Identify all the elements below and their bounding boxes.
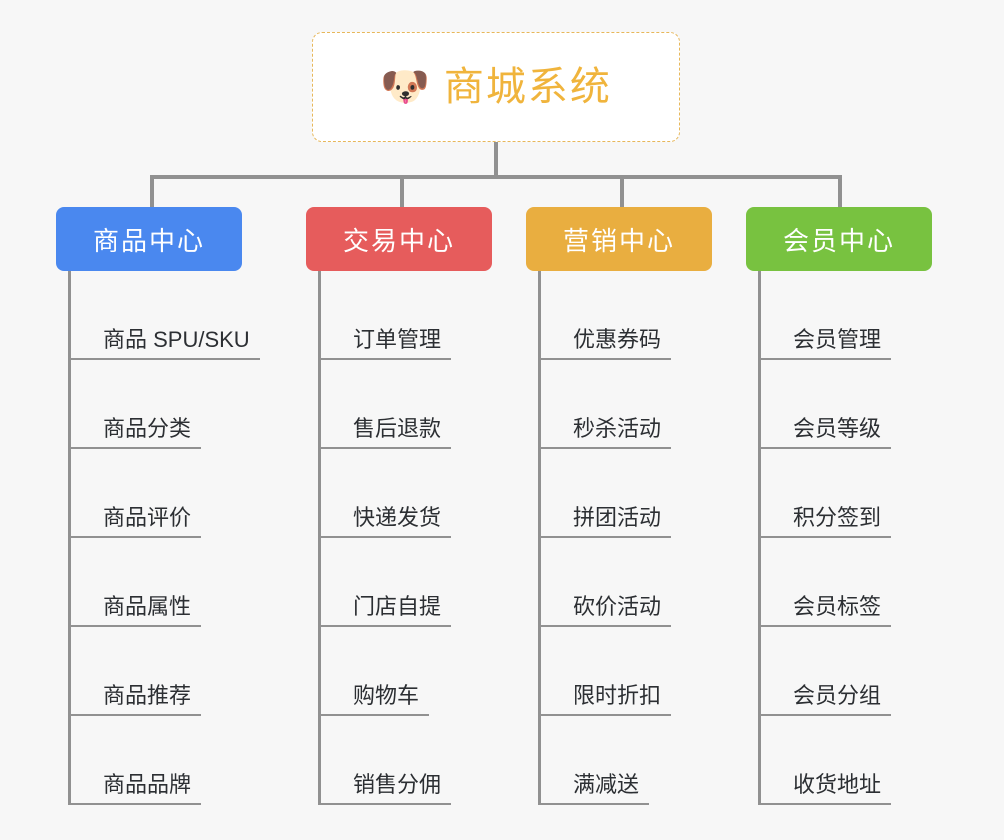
list-item[interactable]: 积分签到: [761, 449, 932, 538]
connector-horizontal-bus: [150, 175, 842, 179]
list-item[interactable]: 商品品牌: [71, 716, 260, 805]
list-item[interactable]: 秒杀活动: [541, 360, 712, 449]
list-item[interactable]: 商品属性: [71, 538, 260, 627]
list-item[interactable]: 拼团活动: [541, 449, 712, 538]
leaf-label: 会员分组: [761, 683, 892, 716]
list-item[interactable]: 满减送: [541, 716, 712, 805]
branch-header-marketing-center[interactable]: 营销中心: [526, 207, 712, 271]
branch-trade-center: 交易中心 订单管理 售后退款 快递发货 门店自提 购物车 销售分佣: [306, 207, 492, 805]
leaf-label: 满减送: [541, 772, 650, 805]
leaf-list-member-center: 会员管理 会员等级 积分签到 会员标签 会员分组 收货地址: [758, 271, 932, 805]
leaf-label: 商品 SPU/SKU: [71, 327, 260, 360]
leaf-label: 限时折扣: [541, 683, 672, 716]
leaf-label: 销售分佣: [321, 772, 452, 805]
leaf-label: 快递发货: [321, 505, 452, 538]
leaf-label: 商品评价: [71, 505, 202, 538]
branch-header-trade-center[interactable]: 交易中心: [306, 207, 492, 271]
leaf-label: 会员管理: [761, 327, 892, 360]
connector-branch-1: [150, 175, 154, 207]
list-item[interactable]: 订单管理: [321, 271, 492, 360]
list-item[interactable]: 会员等级: [761, 360, 932, 449]
branch-marketing-center: 营销中心 优惠券码 秒杀活动 拼团活动 砍价活动 限时折扣 满减送: [526, 207, 712, 805]
leaf-label: 会员标签: [761, 594, 892, 627]
branch-product-center: 商品中心 商品 SPU/SKU 商品分类 商品评价 商品属性 商品推荐 商品品牌: [56, 207, 260, 805]
leaf-label: 售后退款: [321, 416, 452, 449]
leaf-label: 优惠券码: [541, 327, 672, 360]
connector-branch-3: [620, 175, 624, 207]
list-item[interactable]: 优惠券码: [541, 271, 712, 360]
list-item[interactable]: 销售分佣: [321, 716, 492, 805]
list-item[interactable]: 会员分组: [761, 627, 932, 716]
leaf-label: 订单管理: [321, 327, 452, 360]
list-item[interactable]: 售后退款: [321, 360, 492, 449]
branch-member-center: 会员中心 会员管理 会员等级 积分签到 会员标签 会员分组 收货地址: [746, 207, 932, 805]
list-item[interactable]: 会员管理: [761, 271, 932, 360]
list-item[interactable]: 商品推荐: [71, 627, 260, 716]
leaf-list-marketing-center: 优惠券码 秒杀活动 拼团活动 砍价活动 限时折扣 满减送: [538, 271, 712, 805]
leaf-label: 拼团活动: [541, 505, 672, 538]
leaf-label: 砍价活动: [541, 594, 672, 627]
connector-root-stem: [494, 142, 498, 178]
list-item[interactable]: 快递发货: [321, 449, 492, 538]
leaf-list-product-center: 商品 SPU/SKU 商品分类 商品评价 商品属性 商品推荐 商品品牌: [68, 271, 260, 805]
list-item[interactable]: 购物车: [321, 627, 492, 716]
leaf-label: 积分签到: [761, 505, 892, 538]
list-item[interactable]: 收货地址: [761, 716, 932, 805]
list-item[interactable]: 限时折扣: [541, 627, 712, 716]
leaf-label: 秒杀活动: [541, 416, 672, 449]
list-item[interactable]: 商品评价: [71, 449, 260, 538]
branch-header-member-center[interactable]: 会员中心: [746, 207, 932, 271]
leaf-label: 商品分类: [71, 416, 202, 449]
list-item[interactable]: 商品分类: [71, 360, 260, 449]
leaf-label: 商品品牌: [71, 772, 202, 805]
leaf-label: 商品属性: [71, 594, 202, 627]
connector-branch-4: [838, 175, 842, 207]
leaf-label: 购物车: [321, 683, 430, 716]
leaf-list-trade-center: 订单管理 售后退款 快递发货 门店自提 购物车 销售分佣: [318, 271, 492, 805]
leaf-label: 收货地址: [761, 772, 892, 805]
connector-branch-2: [400, 175, 404, 207]
leaf-label: 门店自提: [321, 594, 452, 627]
root-title: 商城系统: [443, 65, 612, 109]
list-item[interactable]: 砍价活动: [541, 538, 712, 627]
list-item[interactable]: 门店自提: [321, 538, 492, 627]
root-node[interactable]: 🐶 商城系统: [312, 32, 680, 142]
dog-face-icon: 🐶: [380, 65, 430, 109]
list-item[interactable]: 会员标签: [761, 538, 932, 627]
list-item[interactable]: 商品 SPU/SKU: [71, 271, 260, 360]
branch-header-product-center[interactable]: 商品中心: [56, 207, 242, 271]
leaf-label: 会员等级: [761, 416, 892, 449]
leaf-label: 商品推荐: [71, 683, 202, 716]
